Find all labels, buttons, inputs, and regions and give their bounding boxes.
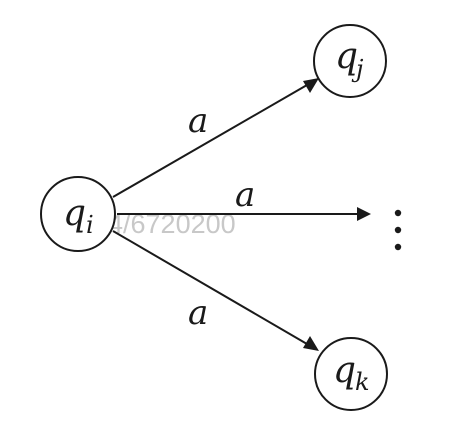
edge-to-qk (112, 230, 319, 351)
edge-label-middle: a (235, 175, 255, 215)
state-qi: q i (40, 176, 116, 252)
state-symbol-qj: q (335, 36, 358, 77)
state-qk: q k (314, 337, 388, 411)
state-circle-qi (40, 176, 116, 252)
edge-label-upper: a (188, 101, 208, 141)
state-symbol-qk: q (333, 350, 356, 391)
state-circle-qk (314, 337, 388, 411)
state-subscript-qi: i (86, 211, 94, 239)
edge-to-ellipsis (117, 207, 371, 221)
edge-line-lower (112, 230, 308, 345)
ellipsis-dot (394, 209, 402, 217)
state-subscript-qk: k (355, 368, 370, 396)
arrowhead-lower (303, 336, 319, 351)
state-qj: q j (313, 24, 387, 98)
state-symbol-qi: q (63, 193, 86, 234)
vertical-ellipsis (394, 209, 402, 251)
edge-line-upper (112, 84, 308, 198)
ellipsis-dot (394, 226, 402, 234)
arrowhead-upper (303, 78, 319, 93)
state-circle-qj (313, 24, 387, 98)
arrowhead-middle (357, 207, 371, 221)
edge-label-lower: a (188, 293, 208, 333)
ellipsis-dot (394, 243, 402, 251)
edge-to-qj (112, 78, 319, 198)
